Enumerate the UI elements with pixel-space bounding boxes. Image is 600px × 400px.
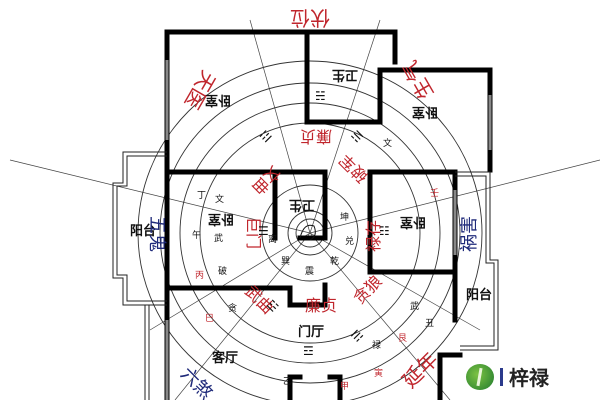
ring-mid-left-1: 武	[214, 234, 224, 244]
room-bedroom-right: 卧室	[400, 214, 427, 229]
star-top: 伏位	[290, 6, 330, 30]
ring-inner-0: 震	[305, 267, 315, 277]
balcony-left	[112, 151, 167, 400]
ring-outer-bottom-0: 乙	[283, 377, 293, 387]
room-bedroom-top-right: 卧室	[412, 104, 439, 119]
room-bedroom-left: 卧室	[208, 211, 235, 226]
ring-outer-left-2: 丙	[195, 271, 205, 281]
ring-outer-left-1: 午	[192, 231, 202, 241]
star-left: 五鬼	[146, 216, 167, 252]
room-bathroom-center: 卫生	[289, 197, 316, 212]
room-entrance-hall: 门厅	[298, 325, 325, 340]
ring-mid-right-1: 禄	[372, 341, 382, 351]
ring-outer-right-0: 壬	[430, 189, 440, 199]
trigram-left: ☰	[258, 224, 269, 238]
ring-outer-bottom-2: 甲	[340, 382, 350, 392]
star-inner-top: 廉贞	[300, 127, 333, 146]
ring-mid-left-0: 文	[215, 195, 225, 205]
bamboo-logo-icon	[466, 363, 494, 390]
balcony-right	[455, 171, 499, 351]
ring-inner-2: 离	[268, 235, 278, 245]
star-inner-bottom: 廉贞	[305, 296, 338, 315]
ring-outer-right-4: 艮	[398, 334, 408, 344]
ring-mid-right-3: 武	[410, 302, 420, 312]
trigram-top: ☵	[315, 89, 326, 103]
ring-outer-left-0: 丁	[197, 191, 207, 201]
star-right: 祸害	[459, 216, 480, 252]
ring-inner-1: 巽	[281, 257, 291, 267]
ring-inner-4: 兑	[345, 237, 355, 247]
walls	[164, 29, 493, 400]
ring-mid-left-3: 贪	[228, 304, 238, 314]
ring-outer-left-3: 巳	[205, 314, 215, 324]
room-living-room: 客厅	[212, 351, 239, 366]
room-balcony-left: 阳台	[130, 224, 157, 239]
room-balcony-right: 阳台	[466, 288, 493, 303]
trigram-right: ☷	[379, 224, 390, 238]
ring-inner-3: 坤	[340, 213, 350, 223]
ring-outer-right-3: 丑	[425, 319, 435, 329]
ring-inner-5: 乾	[330, 257, 340, 267]
ring-mid-right-0: 文	[383, 139, 393, 149]
room-bathroom-top: 卫生	[332, 67, 359, 82]
watermark-logo: 梓禄	[466, 362, 549, 391]
windows	[165, 60, 492, 400]
center-swirl-icon	[299, 224, 316, 241]
logo-divider	[500, 367, 503, 386]
ring-mid-left-2: 破	[218, 267, 228, 277]
watermark-brand: 梓禄	[509, 366, 549, 390]
ring-outer-bottom-3: 寅	[374, 369, 384, 379]
trigram-bottom: ☲	[303, 344, 314, 358]
radial-lines	[9, 19, 600, 400]
